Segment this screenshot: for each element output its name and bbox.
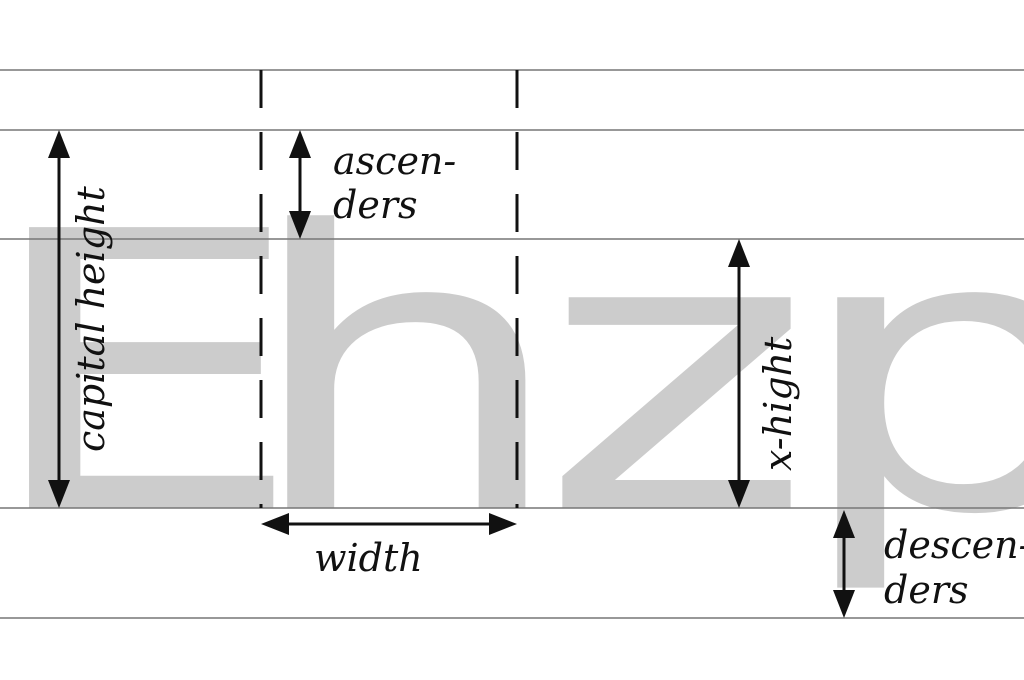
specimen-glyphs: E h z p [0, 150, 1024, 598]
ascenders-label-line2: ders [333, 183, 417, 227]
capital-height-label: capital height [69, 186, 113, 452]
ascender-arrow [289, 130, 311, 239]
glyph-z: z [540, 150, 813, 598]
width-arrow [261, 513, 517, 535]
descender-arrow [833, 510, 855, 618]
glyph-E: E [0, 150, 307, 598]
descenders-label-line2: ders [884, 568, 968, 612]
guide-lines [0, 69, 1024, 619]
ascenders-label-line1: ascen- [333, 139, 456, 183]
width-label: width [314, 536, 423, 580]
glyph-p: p [790, 150, 1024, 598]
x-height-label: x-hight [756, 336, 800, 471]
width-markers [259, 70, 519, 508]
x-height-arrow [728, 239, 750, 508]
capital-height-arrow [48, 130, 70, 508]
descenders-label-line1: descen- [884, 523, 1024, 567]
